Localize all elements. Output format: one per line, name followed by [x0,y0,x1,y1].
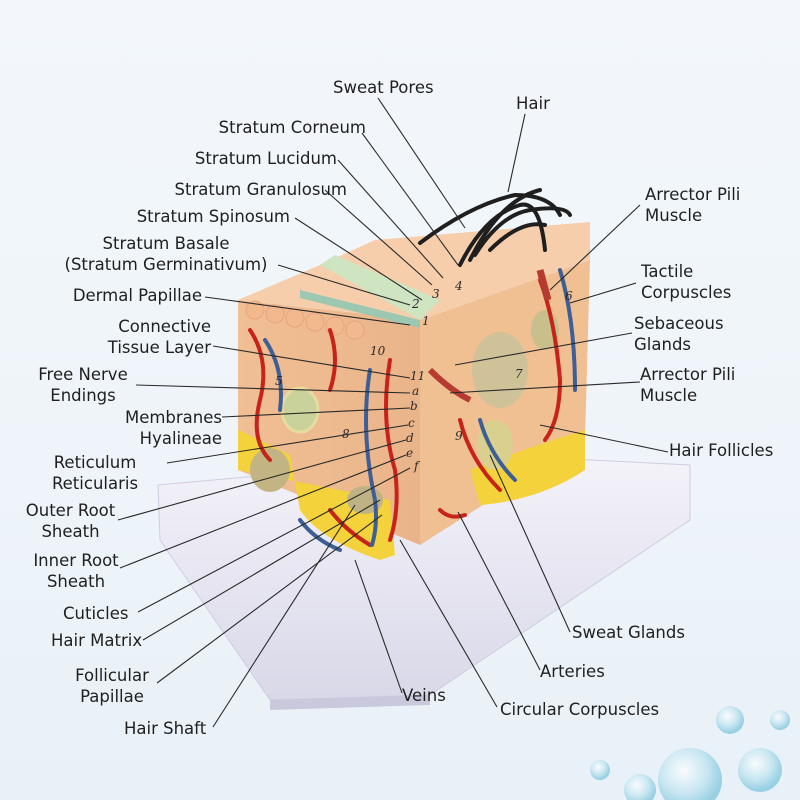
marker-7: 7 [515,367,523,381]
label-stratum-granulosum: Stratum Granulosum [174,180,348,199]
label-sweat-pores: Sweat Pores [333,78,434,97]
label-sweat-glands: Sweat Glands [572,623,685,642]
label-arteries: Arteries [540,662,605,681]
marker-5: 5 [275,374,283,388]
marker-9: 9 [455,429,463,443]
label-hair-matrix: Hair Matrix [51,631,143,650]
marker-1: 1 [422,314,430,328]
model-markers: 1 2 3 4 5 6 7 8 9 10 11 a b c d e f [275,279,573,473]
marker-3: 3 [432,287,440,301]
label-hair-shaft: Hair Shaft [124,719,207,738]
marker-a: a [412,384,419,398]
skin-block [238,222,590,560]
hair-strands [418,188,572,267]
label-stratum-basale: Stratum Basale(Stratum Germinativum) [64,234,268,274]
leader-lines [117,97,669,728]
label-stratum-lucidum: Stratum Lucidum [194,149,337,168]
marker-4: 4 [454,279,463,293]
label-stratum-spinosum: Stratum Spinosum [136,207,290,226]
hair-follicle-1 [280,386,320,434]
marker-f: f [413,459,421,473]
label-dermal-papillae: Dermal Papillae [72,286,202,305]
marker-d: d [406,431,414,445]
label-hair-follicles: Hair Follicles [669,441,774,460]
marker-10: 10 [370,344,386,358]
marker-11: 11 [410,369,425,383]
label-circular-corpuscles: Circular Corpuscles [500,700,660,719]
label-hair: Hair [516,94,550,113]
hair-follicle-2 [250,448,290,492]
label-veins: Veins [402,686,446,705]
marker-b: b [410,399,418,413]
background-bubbles [590,706,790,800]
marker-6: 6 [565,289,573,303]
marker-c: c [408,416,415,430]
marker-8: 8 [342,427,350,441]
label-cuticles: Cuticles [63,604,129,623]
marker-e: e [406,446,413,460]
label-stratum-corneum: Stratum Corneum [218,118,366,137]
epidermis-top [238,222,590,320]
marker-2: 2 [411,297,420,311]
